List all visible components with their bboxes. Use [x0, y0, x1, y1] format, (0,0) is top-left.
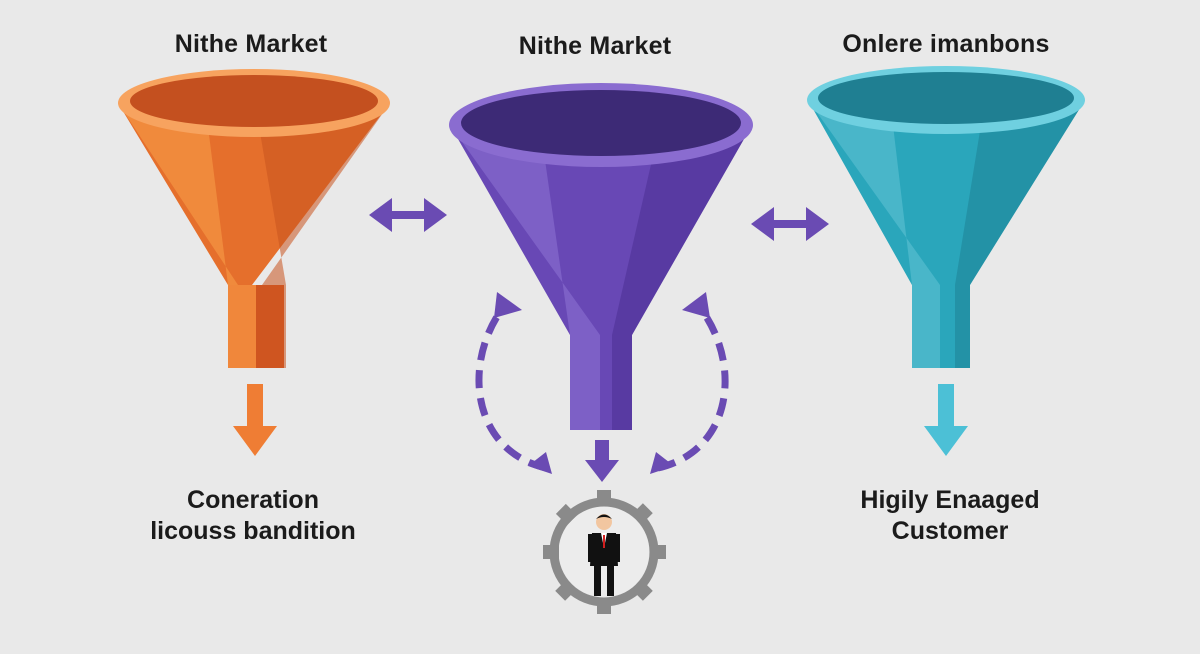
- cycle-arrow-right: [650, 292, 729, 474]
- funnel-left-caption-line-2: licouss bandition: [150, 517, 356, 545]
- funnel-right-title: Onlere imanbons: [842, 30, 1050, 58]
- person-icon: [588, 514, 620, 596]
- funnel-right: [807, 66, 1085, 456]
- funnel-left-title: Nithe Market: [174, 30, 328, 58]
- cycle-arrow-left: [475, 292, 552, 474]
- funnel-right-caption-line-1: Higily Enaaged: [860, 486, 1040, 514]
- funnel-right-caption-line-2: Customer: [891, 517, 1009, 545]
- funnel-left-caption-line-1: Coneration: [187, 486, 319, 514]
- double-arrow-right: [751, 207, 829, 241]
- funnel-left-caption: Coneration licouss bandition: [93, 485, 413, 547]
- funnel-right-caption: Higily Enaaged Customer: [790, 485, 1110, 547]
- funnel-center-title: Nithe Market: [518, 32, 672, 60]
- funnel-left: [118, 69, 390, 456]
- funnel-center: [449, 83, 753, 482]
- double-arrow-left: [369, 198, 447, 232]
